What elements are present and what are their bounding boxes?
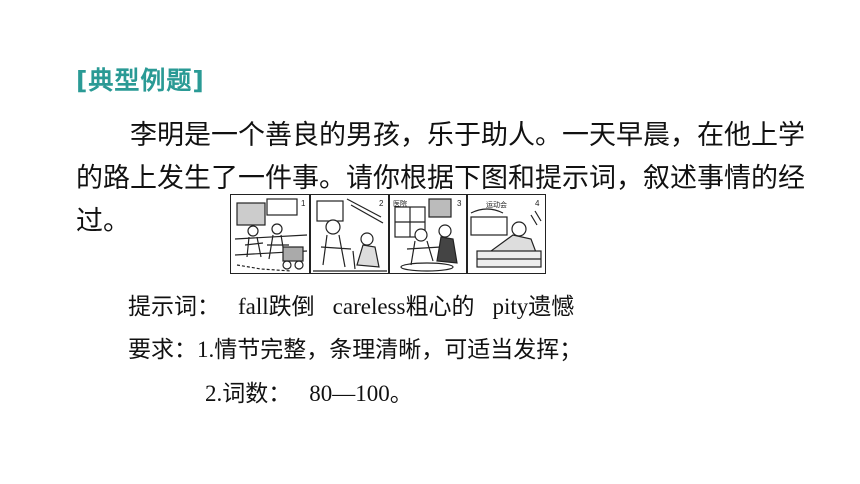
hint-word-en: fall: [238, 294, 269, 319]
hint-word-en: pity: [492, 294, 529, 319]
panel-4-number: 4: [535, 199, 540, 208]
requirement-1-text: 情节完整，条理清晰，可适当发挥；: [214, 337, 583, 363]
hint-line: 提示词： fall跌倒 careless粗心的 pity遗憾: [128, 289, 574, 325]
panel-1-number: 1: [301, 199, 306, 208]
requirement-line-1: 要求：1.情节完整，条理清晰，可适当发挥；: [128, 332, 582, 368]
comic-strip: 1 2 医院 3: [230, 194, 546, 274]
panel-4-sign: 运动会: [486, 200, 507, 209]
prompt-paragraph: 李明是一个善良的男孩，乐于助人。一天早晨，在他上学的路上发生了一件事。请你根据下…: [76, 120, 805, 237]
hint-word-en: careless: [332, 294, 406, 319]
panel-3-sign: 医院: [393, 199, 407, 208]
requirement-1-number: 1.: [197, 337, 215, 362]
comic-panel-4: [470, 208, 542, 268]
requirement-2-text: 词数：: [222, 381, 292, 407]
requirements-label: 要求：: [128, 337, 197, 363]
requirement-line-2: 2.词数： 80—100。: [205, 376, 413, 412]
panel-2-number: 2: [379, 199, 384, 208]
requirement-2-end: 。: [389, 381, 413, 407]
word-count-value: 80—100: [309, 381, 390, 406]
comic-panel-2: [313, 198, 387, 272]
comic-panel-1: [234, 198, 308, 272]
requirement-2-number: 2.: [205, 381, 223, 406]
hint-word-zh: 粗心的: [405, 294, 475, 320]
comic-panel-3: [394, 198, 458, 272]
hint-label: 提示词：: [128, 294, 220, 320]
section-heading: [典型例题]: [76, 66, 205, 95]
hint-word-zh: 跌倒: [268, 294, 315, 320]
panel-3-number: 3: [457, 199, 462, 208]
hint-word-zh: 遗憾: [528, 294, 575, 320]
